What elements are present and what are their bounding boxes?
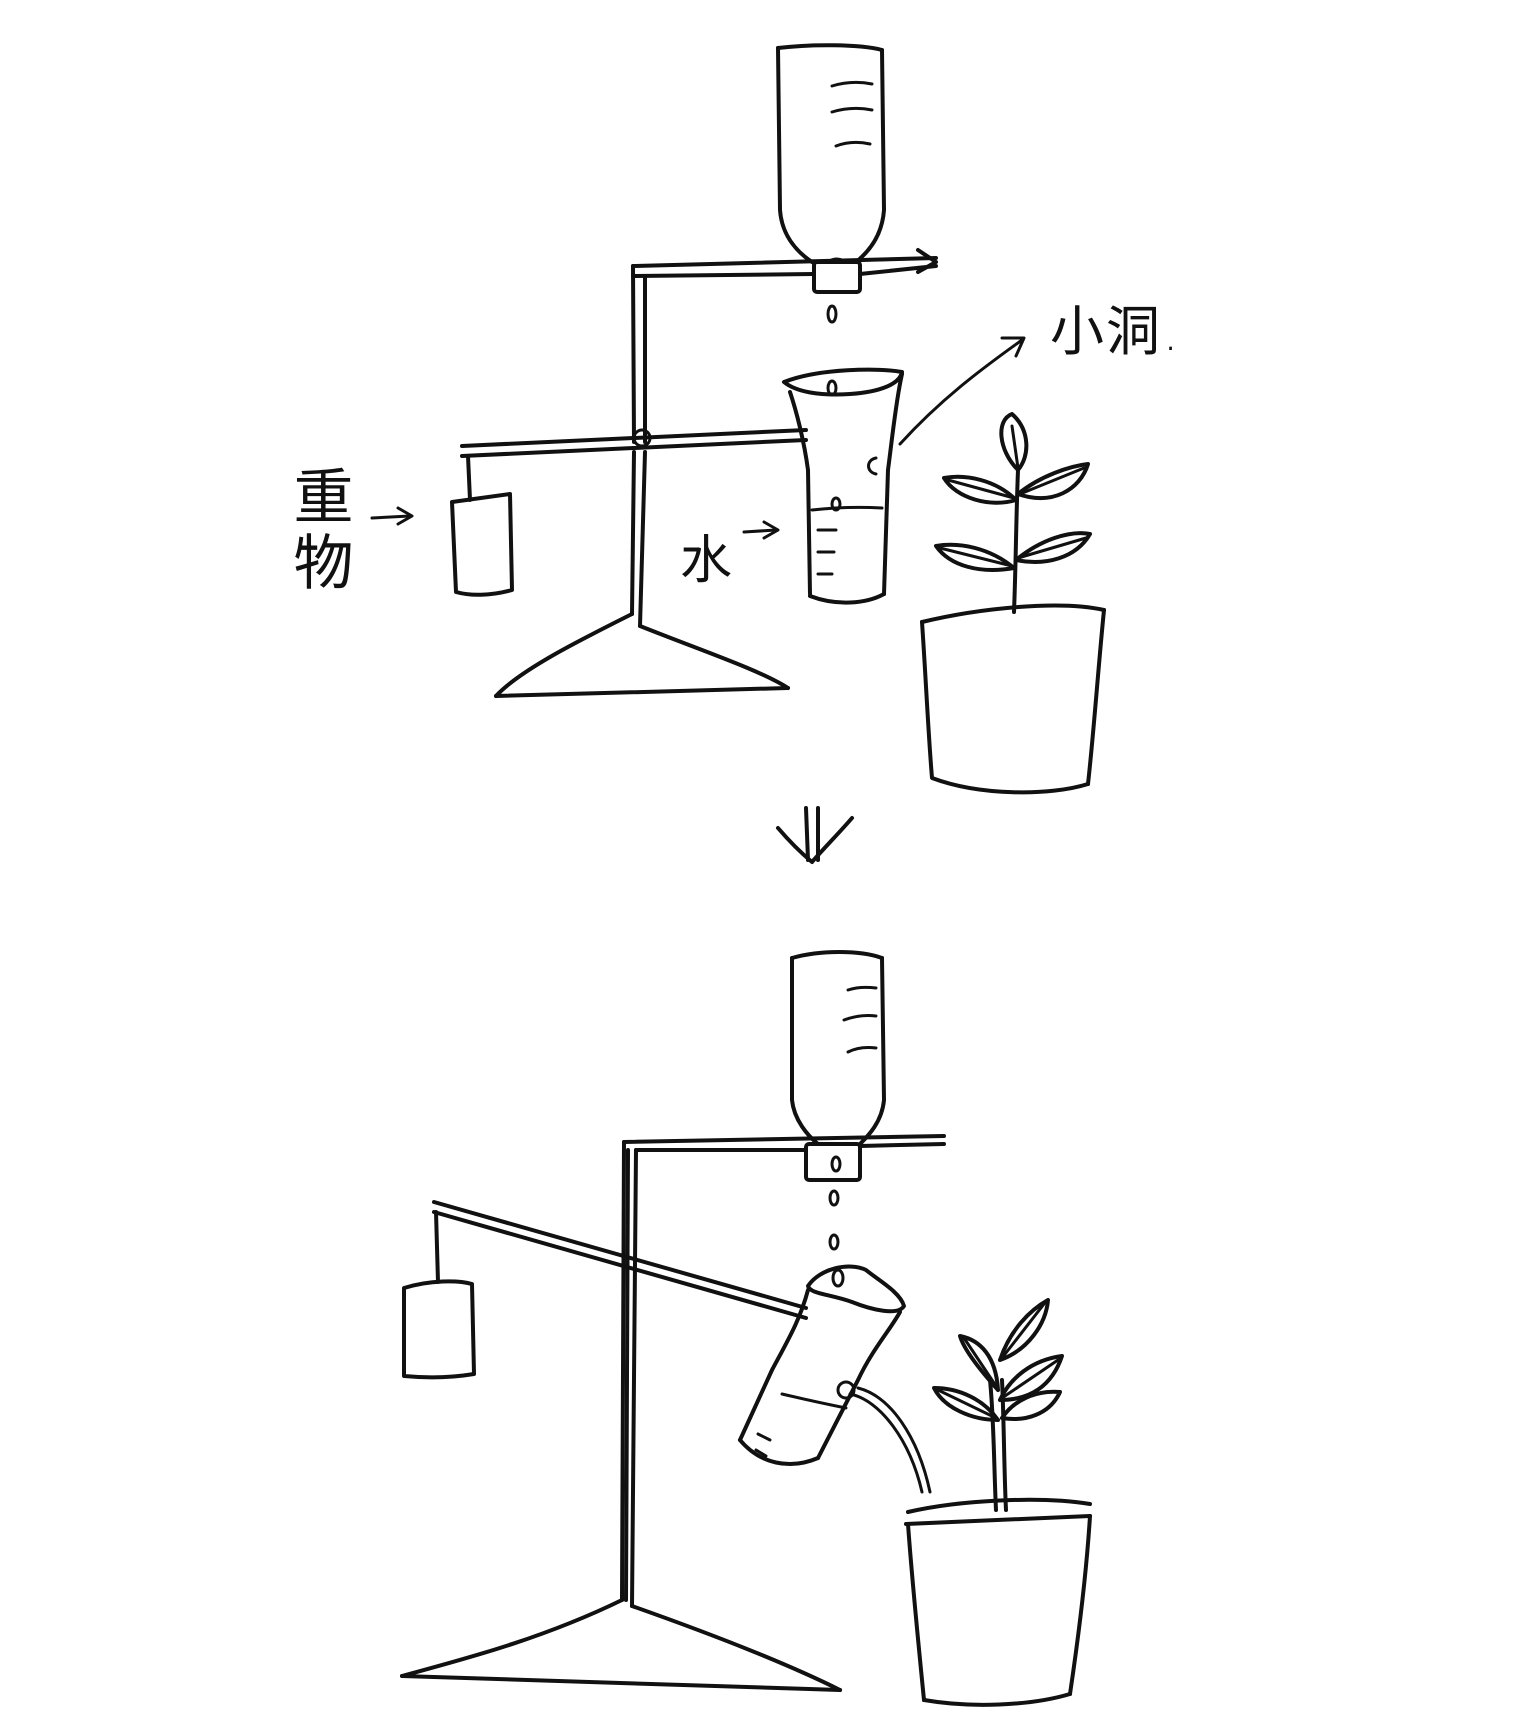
weight-block-bottom <box>402 1279 476 1380</box>
arrow-water-icon <box>742 520 780 540</box>
water-stream <box>848 1386 932 1494</box>
label-weight: 重物 <box>283 465 353 597</box>
water-bottle-bottom <box>790 950 886 1251</box>
transition-arrow-icon <box>776 806 854 864</box>
lever-arm-top <box>460 428 808 502</box>
stand-bottom <box>400 1134 946 1692</box>
tipping-cup-bottom <box>738 1264 906 1466</box>
arrow-weight-icon <box>370 506 414 526</box>
label-water: 水 <box>680 531 733 591</box>
weight-block-top <box>450 492 514 597</box>
lever-arm-bottom <box>432 1200 808 1320</box>
tipping-cup-top <box>782 367 904 605</box>
stand-top <box>494 248 938 698</box>
arrow-hole-icon <box>898 336 1026 446</box>
potted-plant-top <box>920 412 1106 795</box>
diagram-before-tipping <box>370 43 1106 795</box>
potted-plant-bottom <box>904 1298 1092 1707</box>
diagram-after-tipping <box>400 950 1092 1707</box>
label-hole: 小洞. <box>1050 300 1182 363</box>
water-bottle-top <box>776 43 886 324</box>
